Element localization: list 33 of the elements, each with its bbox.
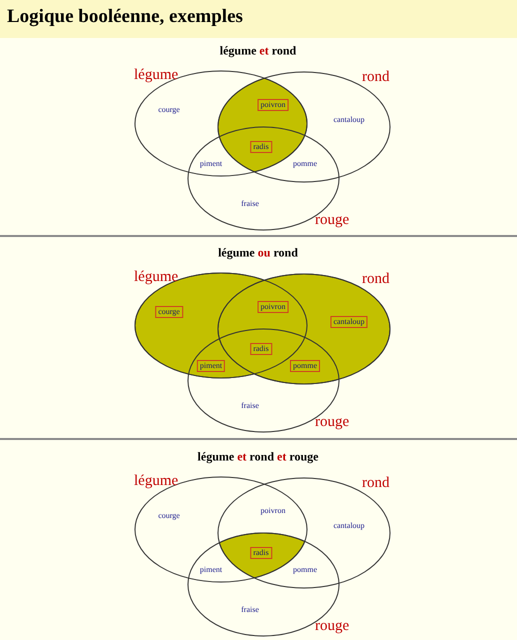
item-label: piment [200, 566, 222, 574]
shaded-region [134, 272, 390, 384]
item-label: fraise [241, 200, 259, 208]
panel-heading: légume ou rond [218, 246, 298, 260]
item-label: pomme [293, 566, 317, 574]
item-label: courge [158, 512, 180, 520]
highlighted-item: poivron [258, 301, 288, 313]
set-label: rouge [315, 619, 350, 634]
item-label: fraise [241, 606, 259, 614]
item-label: piment [200, 160, 222, 168]
item-label: poivron [260, 507, 286, 515]
item-label: fraise [241, 402, 259, 410]
highlighted-item: piment [196, 360, 226, 372]
item-label: pomme [293, 160, 317, 168]
item-label: cantaloup [333, 116, 365, 124]
panel-heading: légume et rond et rouge [198, 450, 318, 464]
set-label: rond [362, 70, 390, 85]
item-label: cantaloup [333, 522, 365, 530]
set-label: légume [134, 68, 178, 83]
set-label: légume [134, 270, 178, 285]
set-label: rond [362, 272, 390, 287]
panel-heading: légume et rond [220, 44, 296, 58]
set-label: rond [362, 476, 390, 491]
highlighted-item: radis [250, 141, 272, 153]
item-label: courge [158, 106, 180, 114]
set-label: rouge [315, 415, 350, 430]
highlighted-item: pomme [290, 360, 320, 372]
highlighted-item: radis [250, 343, 272, 355]
set-label: légume [134, 474, 178, 489]
page-title: Logique booléenne, exemples [7, 6, 243, 28]
set-label: rouge [315, 213, 350, 228]
highlighted-item: courge [155, 306, 183, 318]
highlighted-item: cantaloup [330, 316, 368, 328]
